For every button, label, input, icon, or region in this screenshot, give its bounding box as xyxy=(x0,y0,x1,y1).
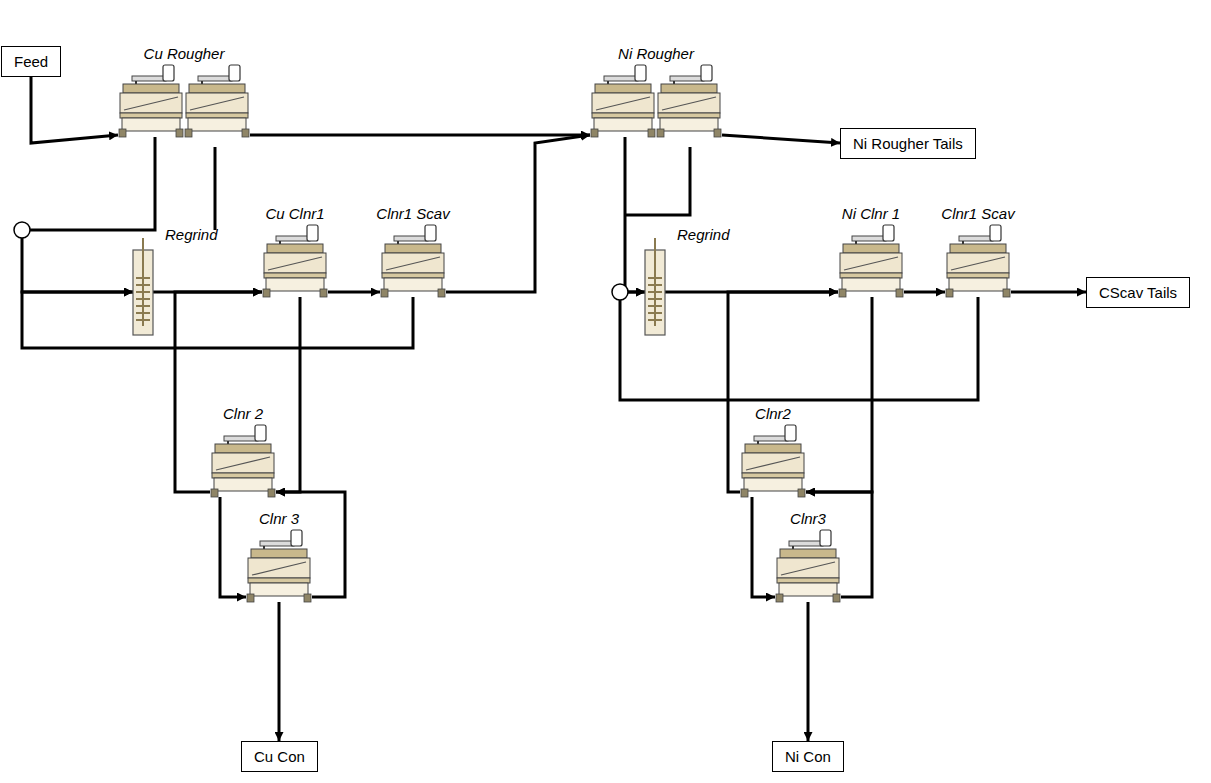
flow-line xyxy=(1011,291,1086,294)
stream-label: Cu Con xyxy=(254,748,305,765)
flow-line xyxy=(22,292,413,348)
flotation-cell: Clnr3 xyxy=(775,530,841,602)
regrind-mill-art xyxy=(645,250,665,335)
junction-circle xyxy=(612,284,628,300)
flow-line xyxy=(728,292,838,492)
unit-label: Cu Rougher xyxy=(144,45,225,62)
flotation-cell: Clnr 3 xyxy=(246,530,312,602)
pipe xyxy=(214,147,217,230)
unit-label: Cu Clnr1 xyxy=(265,205,324,222)
flotation-cell: Ni Rougher xyxy=(590,65,722,137)
flotation-cell-art xyxy=(380,225,446,297)
flow-line xyxy=(31,77,118,143)
flow-line xyxy=(806,297,872,492)
stream-box: Ni Rougher Tails xyxy=(840,128,976,159)
stream-label: Feed xyxy=(14,53,48,70)
unit-label: Ni Rougher xyxy=(618,45,694,62)
unit-label: Clnr 3 xyxy=(259,510,299,527)
flow-line xyxy=(904,291,945,294)
stream-box: Ni Con xyxy=(772,741,844,772)
junction-circle xyxy=(14,222,30,238)
stream-label: Ni Con xyxy=(785,748,831,765)
flow-line xyxy=(625,137,645,292)
regrind-mill: Regrind xyxy=(645,250,665,335)
flotation-cell-art xyxy=(945,225,1011,297)
unit-label: Clnr2 xyxy=(755,405,791,422)
flow-line xyxy=(220,497,246,597)
flotation-cell-art xyxy=(838,225,904,297)
flotation-cell-art xyxy=(740,425,806,497)
flow-line xyxy=(250,134,590,137)
flow-line xyxy=(722,135,840,143)
flotation-cell: Cu Clnr1 xyxy=(262,225,328,297)
flotation-cell: Clnr 2 xyxy=(210,425,276,497)
flow-line xyxy=(752,497,775,597)
flotation-cell: Clnr1 Scav xyxy=(945,225,1011,297)
stream-box: Cu Con xyxy=(241,741,318,772)
stream-label: Ni Rougher Tails xyxy=(853,135,963,152)
unit-label: Regrind xyxy=(677,226,730,243)
flow-line xyxy=(446,135,590,292)
flotation-cell-art xyxy=(246,530,312,602)
flotation-cell: Cu Rougher xyxy=(118,65,250,137)
unit-label: Ni Clnr 1 xyxy=(842,205,900,222)
flotation-cell-art xyxy=(590,65,722,137)
pipe xyxy=(625,147,690,215)
flotation-cell-art xyxy=(262,225,328,297)
flow-line xyxy=(276,297,300,492)
pipe-stubs xyxy=(215,147,690,230)
flotation-cell-art xyxy=(210,425,276,497)
flotation-cell-art xyxy=(118,65,250,137)
flow-line xyxy=(278,602,281,741)
flotation-cell: Ni Clnr 1 xyxy=(838,225,904,297)
unit-label: Clnr1 Scav xyxy=(941,205,1014,222)
unit-label: Regrind xyxy=(165,226,218,243)
stream-label: CScav Tails xyxy=(1099,284,1177,301)
regrind-mill: Regrind xyxy=(133,250,153,335)
regrind-mill-art xyxy=(133,250,153,335)
unit-label: Clnr 2 xyxy=(223,405,263,422)
stream-box: Feed xyxy=(1,46,61,77)
flow-line xyxy=(328,291,380,294)
flow-line xyxy=(620,292,978,400)
flow-line xyxy=(807,602,810,741)
flotation-cell: Clnr2 xyxy=(740,425,806,497)
junctions xyxy=(14,222,628,300)
unit-label: Clnr3 xyxy=(790,510,826,527)
flotation-cell: Clnr1 Scav xyxy=(380,225,446,297)
unit-label: Clnr1 Scav xyxy=(376,205,449,222)
flotation-cell-art xyxy=(775,530,841,602)
stream-box: CScav Tails xyxy=(1086,277,1190,308)
